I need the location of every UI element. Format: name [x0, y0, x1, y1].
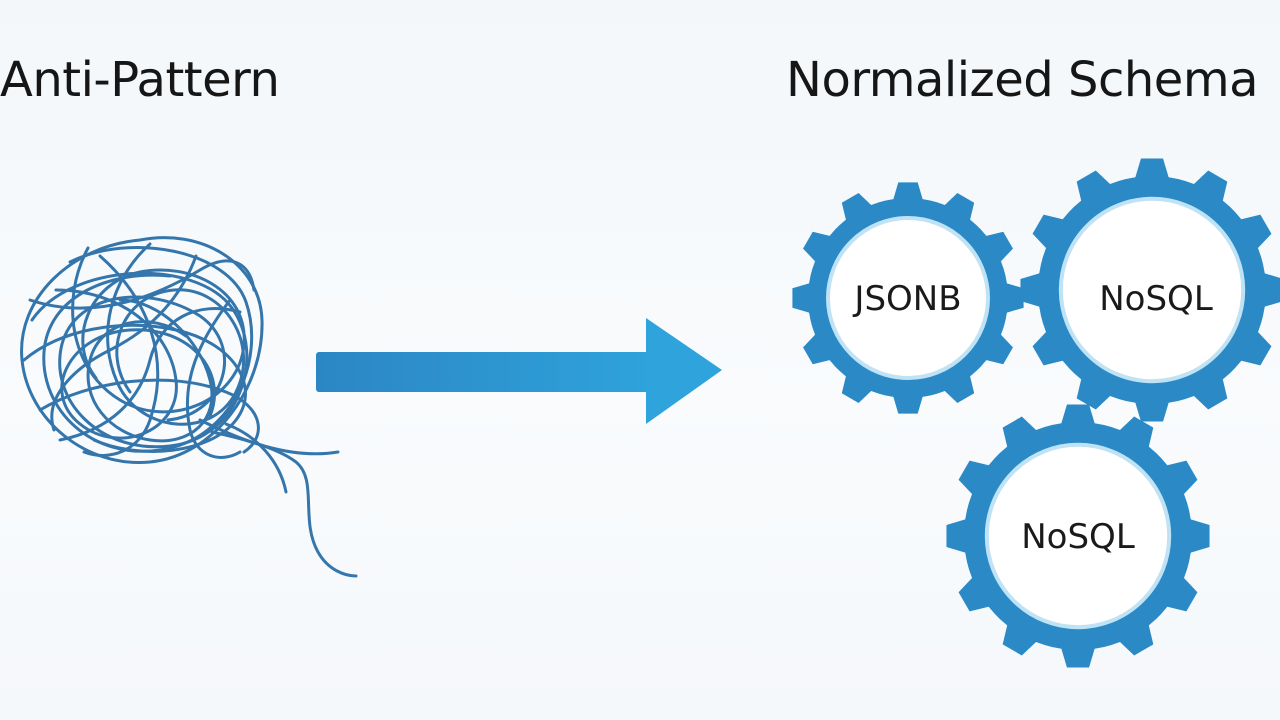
gear-hub [984, 442, 1172, 630]
gear-icon [946, 404, 1210, 668]
gear-label-nosql-top: NoSQL [1099, 279, 1213, 319]
right-arrow-icon [316, 318, 722, 424]
gear-icon [792, 182, 1024, 414]
gear-hub [1058, 196, 1246, 384]
anti-pattern-heading: Anti-Pattern [0, 52, 280, 108]
gear-icon [1020, 158, 1280, 422]
gear-hub [826, 216, 990, 380]
normalized-schema-heading: Normalized Schema [786, 52, 1258, 108]
gear-label-nosql-bottom: NoSQL [1021, 517, 1135, 557]
tangled-scribble-icon [20, 236, 358, 578]
gear-label-jsonb: JSONB [852, 279, 961, 319]
